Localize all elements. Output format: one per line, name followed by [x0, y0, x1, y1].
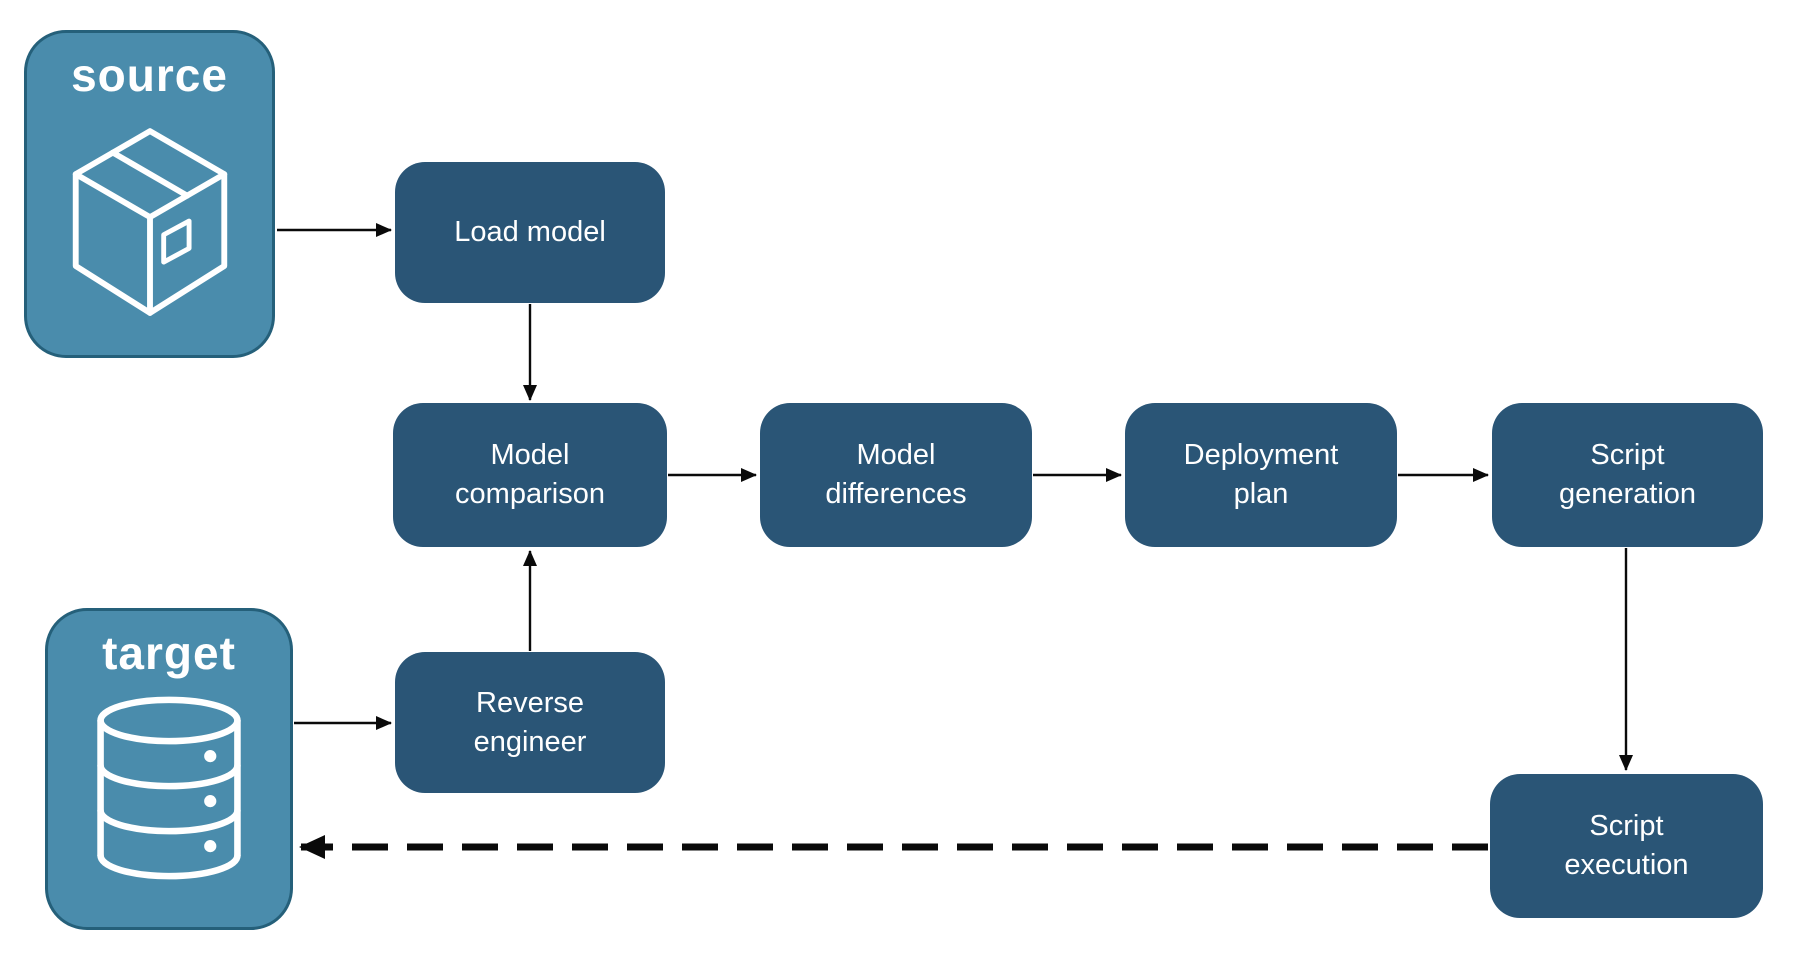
step-load-model: Load model: [395, 162, 665, 303]
step-model-differences: Model differences: [760, 403, 1032, 547]
source-node: source: [24, 30, 275, 358]
step-label: Reverse engineer: [473, 686, 587, 758]
step-label: Model comparison: [455, 439, 605, 510]
step-label: Script execution: [1564, 810, 1689, 881]
step-deployment-plan: Deployment plan: [1125, 403, 1397, 547]
database-icon: [97, 696, 241, 880]
source-label: source: [71, 49, 228, 101]
step-reverse-engineer: Reverse engineer: [395, 652, 665, 793]
step-label: Script generation: [1558, 439, 1697, 510]
package-icon: [72, 128, 227, 316]
step-model-comparison: Model comparison: [393, 403, 667, 547]
target-label: target: [102, 627, 236, 679]
target-node: target: [45, 608, 293, 930]
step-script-generation: Script generation: [1492, 403, 1763, 547]
step-script-execution: Script execution: [1490, 774, 1763, 918]
step-label: Model differences: [825, 439, 967, 510]
step-label: Deployment plan: [1183, 439, 1339, 510]
step-label: Load model: [454, 216, 606, 248]
